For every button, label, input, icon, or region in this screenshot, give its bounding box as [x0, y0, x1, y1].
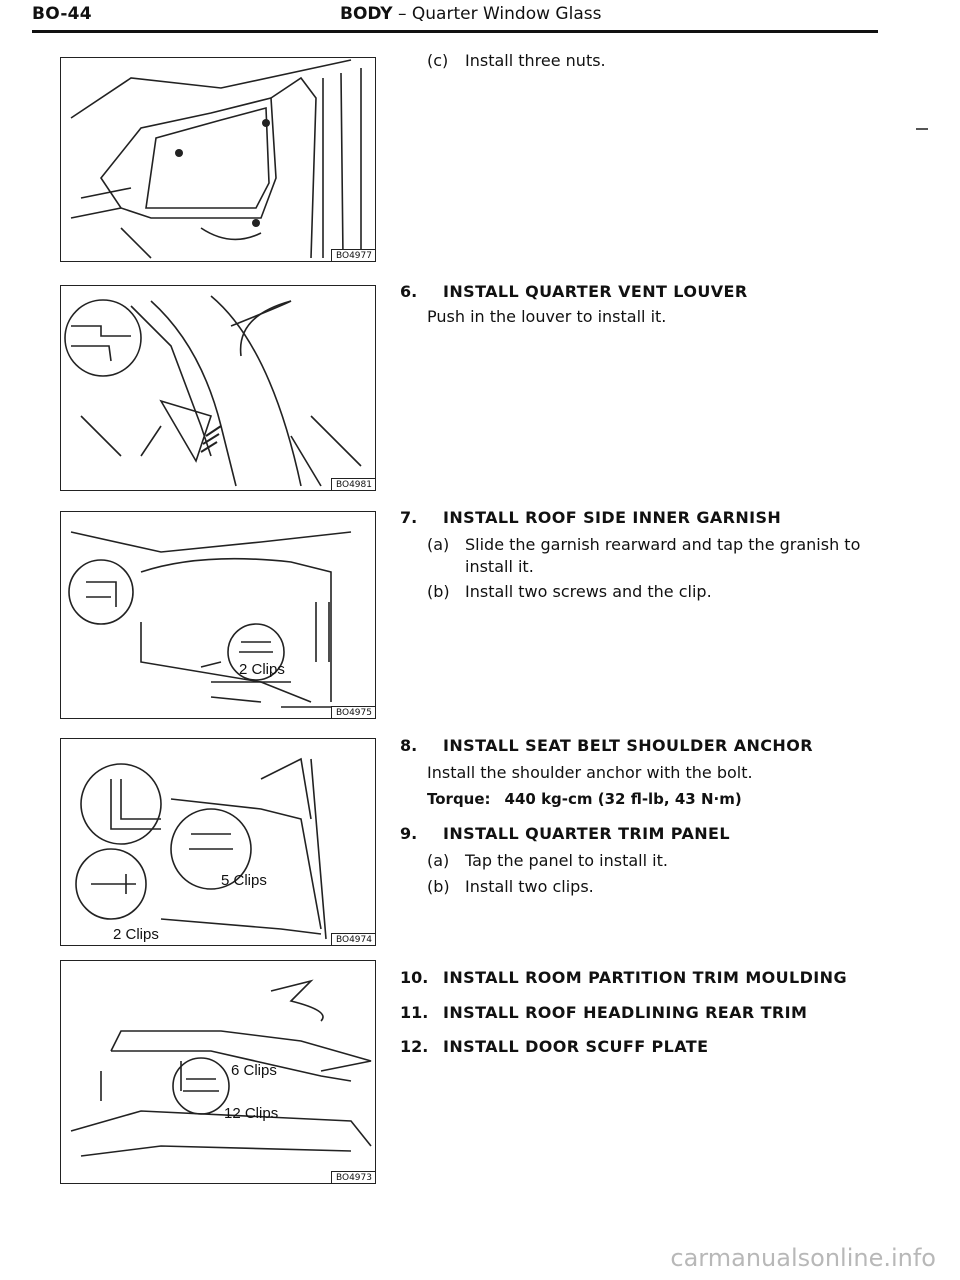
header-rule — [32, 30, 878, 33]
vent-louver-illustration — [64, 295, 362, 487]
clip-label: 2 Clips — [113, 926, 159, 943]
quarter-trim-panel-illustration: 5 Clips 2 Clips — [75, 757, 327, 943]
clip-label: 2 Clips — [239, 661, 285, 678]
section-subtitle: Quarter Window Glass — [411, 4, 602, 24]
step-heading: INSTALL QUARTER VENT LOUVER — [443, 282, 748, 301]
torque-value: 440 kg-cm (32 fl-lb, 43 N·m) — [504, 790, 742, 808]
section-title: BODY – Quarter Window Glass — [340, 4, 602, 24]
figure-partition-trim-moulding: 6 Clips 12 Clips BO4973 — [60, 960, 376, 1184]
page-header: BO-44 BODY – Quarter Window Glass — [32, 4, 878, 30]
step-8-text: Install the shoulder anchor with the bol… — [427, 763, 753, 782]
figure-code: BO4977 — [330, 249, 375, 261]
figure-roof-side-garnish: 2 Clips BO4975 — [60, 511, 376, 719]
clip-label: 5 Clips — [221, 872, 267, 889]
quarter-window-illustration — [70, 59, 362, 259]
figure-code: BO4981 — [330, 478, 375, 490]
step-heading: INSTALL ROOF SIDE INNER GARNISH — [443, 508, 782, 527]
figure-code: BO4973 — [330, 1171, 375, 1183]
figure-code: BO4975 — [330, 706, 375, 718]
step-heading: INSTALL DOOR SCUFF PLATE — [443, 1037, 709, 1056]
step-heading: INSTALL QUARTER TRIM PANEL — [443, 824, 730, 843]
step-heading: INSTALL ROOM PARTITION TRIM MOULDING — [443, 968, 847, 987]
torque-spec: Torque: 440 kg-cm (32 fl-lb, 43 N·m) — [427, 790, 742, 808]
clip-label: 12 Clips — [224, 1105, 278, 1122]
torque-label: Torque: — [427, 790, 491, 808]
margin-mark — [916, 128, 928, 130]
clip-label: 6 Clips — [231, 1062, 277, 1079]
figure-vent-louver: BO4981 — [60, 285, 376, 491]
partition-trim-moulding-illustration: 6 Clips 12 Clips — [70, 979, 372, 1157]
figure-quarter-window: BO4977 — [60, 57, 376, 262]
figure-code: BO4974 — [330, 933, 375, 945]
step-heading: INSTALL SEAT BELT SHOULDER ANCHOR — [443, 736, 813, 755]
page-number: BO-44 — [32, 4, 92, 24]
step-6-text: Push in the louver to install it. — [427, 307, 667, 326]
roof-side-garnish-illustration: 2 Clips — [68, 531, 352, 708]
section-name: BODY — [340, 4, 393, 24]
step-heading: INSTALL ROOF HEADLINING REAR TRIM — [443, 1003, 808, 1022]
site-watermark: carmanualsonline.info — [670, 1244, 936, 1272]
figure-quarter-trim-panel: 5 Clips 2 Clips BO4974 — [60, 738, 376, 946]
